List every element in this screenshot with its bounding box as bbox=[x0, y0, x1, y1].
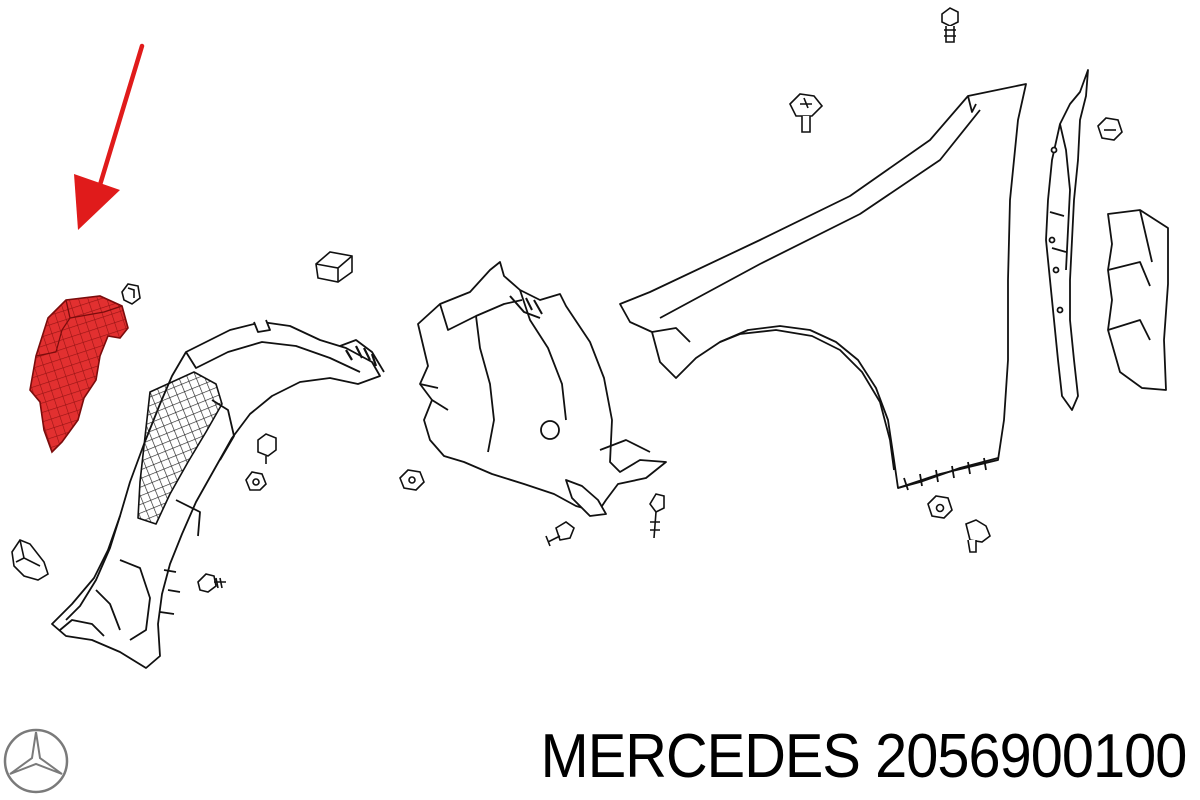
screw-3 bbox=[650, 494, 664, 538]
front-fender bbox=[620, 84, 1026, 490]
brand-name: MERCEDES bbox=[540, 722, 860, 791]
mercedes-star-icon bbox=[3, 728, 69, 794]
clip-right bbox=[1098, 118, 1122, 140]
part-caption: MERCEDES 2056900100 bbox=[540, 722, 1187, 792]
clip-small-1 bbox=[122, 284, 140, 304]
inner-splash-shield bbox=[418, 262, 666, 516]
rivet-clip-upper bbox=[790, 94, 822, 132]
clip-nut-2 bbox=[400, 470, 424, 490]
bolt-top bbox=[942, 8, 958, 42]
clip-nut-3 bbox=[928, 496, 952, 518]
indicator-arrow bbox=[74, 43, 145, 230]
clip-nut-1 bbox=[246, 472, 266, 490]
part-number: 2056900100 bbox=[874, 722, 1187, 791]
screw-4 bbox=[966, 520, 990, 552]
side-trim-panel bbox=[1108, 210, 1168, 390]
highlighted-liner-part bbox=[30, 296, 128, 452]
screw-1 bbox=[198, 574, 226, 592]
wheel-arch-liner bbox=[52, 320, 384, 668]
mounting-block bbox=[316, 252, 352, 282]
screw-2 bbox=[546, 522, 574, 546]
clip-push-1 bbox=[258, 434, 276, 464]
vertical-trim-bracket bbox=[1046, 70, 1088, 410]
bracket-clip-left bbox=[12, 540, 48, 580]
